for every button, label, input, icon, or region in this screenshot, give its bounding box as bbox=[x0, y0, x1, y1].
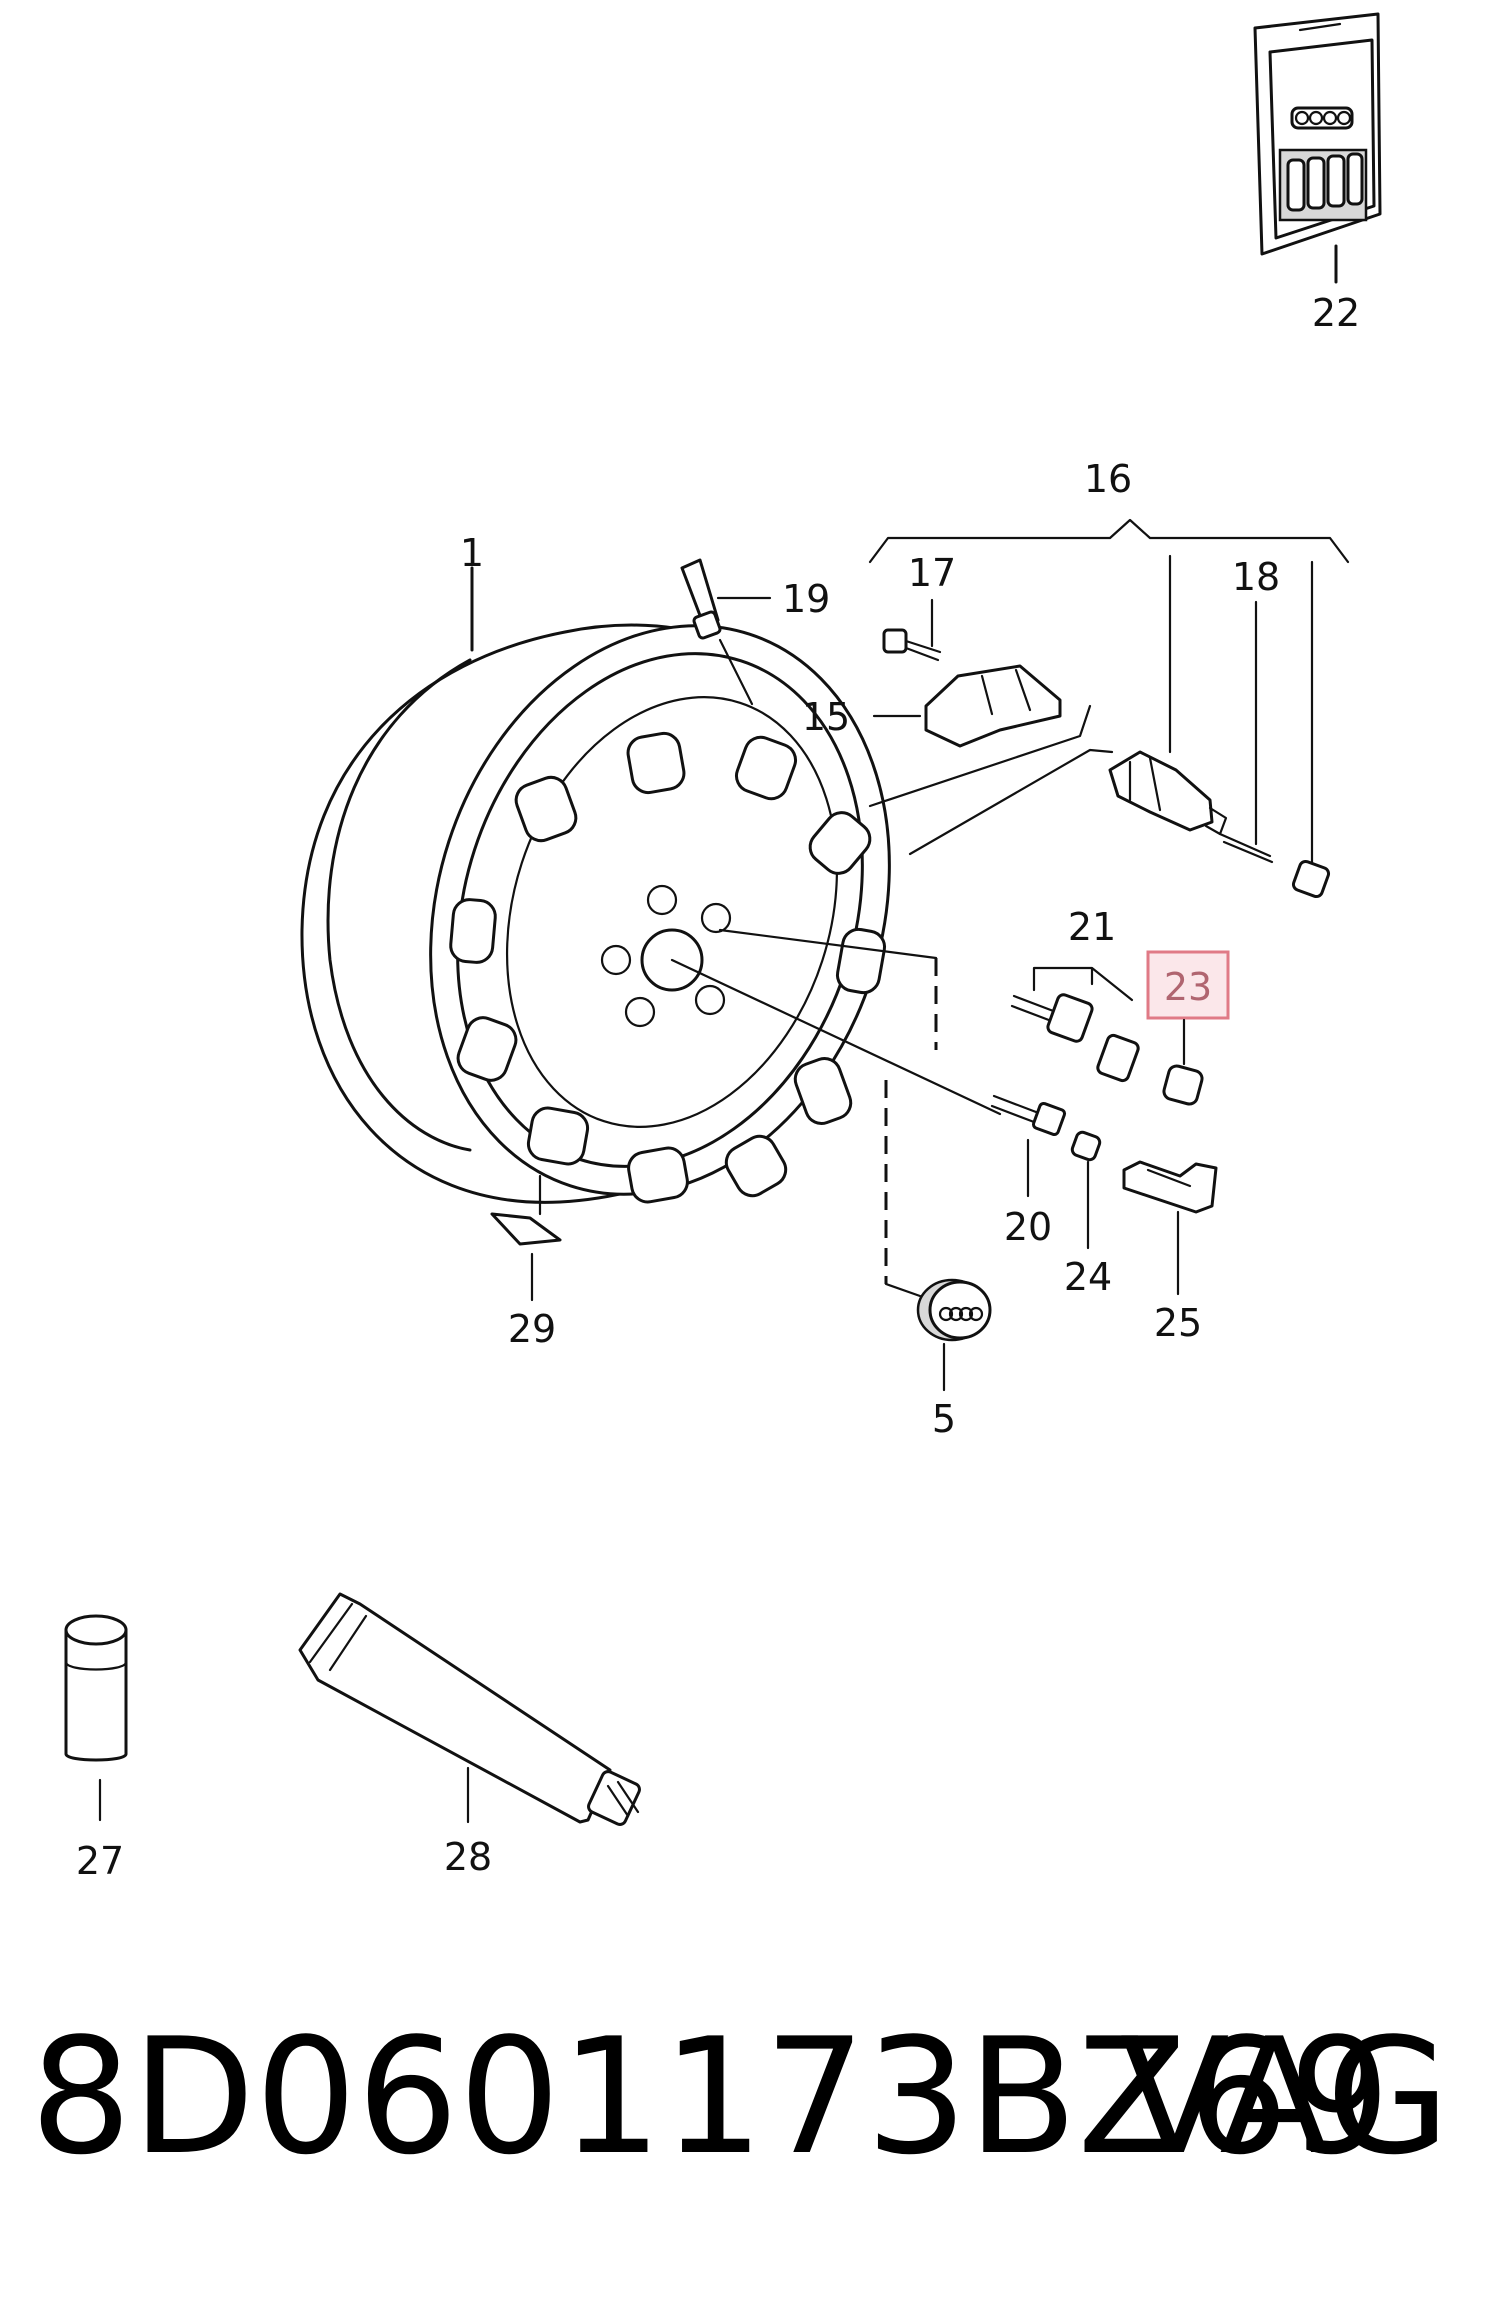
part-17-sensor-screw[interactable] bbox=[882, 598, 942, 662]
callout-19: 19 bbox=[782, 577, 830, 621]
part-16-valve-stem[interactable] bbox=[1108, 554, 1228, 836]
part-22-wheel-lock-kit-box[interactable] bbox=[1253, 12, 1382, 284]
part-29-balance-weight[interactable] bbox=[490, 1174, 562, 1302]
part-20-wheel-bolt[interactable] bbox=[990, 1094, 1067, 1198]
part-16-valve-cap[interactable] bbox=[1291, 560, 1331, 899]
callout-29: 29 bbox=[508, 1307, 556, 1351]
callout-28: 28 bbox=[444, 1835, 492, 1879]
callout-18: 18 bbox=[1232, 555, 1280, 599]
part-21-locking-bolt[interactable] bbox=[1010, 993, 1140, 1083]
assembly-axis-lines bbox=[670, 928, 1002, 1298]
callout-22: 22 bbox=[1312, 291, 1360, 335]
part-24-bolt-cap[interactable] bbox=[1070, 1130, 1102, 1250]
callout-23: 23 bbox=[1164, 965, 1212, 1009]
callout-16-bracket bbox=[868, 518, 1350, 564]
callout-27: 27 bbox=[76, 1839, 124, 1883]
highlight-callout-23[interactable]: 23 bbox=[1146, 950, 1230, 1020]
rim-spoke-windows bbox=[449, 731, 887, 1204]
part-27-cylinder[interactable] bbox=[64, 1614, 128, 1822]
callout-24: 24 bbox=[1064, 1255, 1112, 1299]
part-23-lock-cap[interactable] bbox=[1162, 1018, 1204, 1106]
callout-17: 17 bbox=[908, 551, 956, 595]
part-19-tyre-valve[interactable] bbox=[680, 558, 772, 706]
part-15-tpms-sensor[interactable] bbox=[868, 664, 1114, 856]
part-18-valve-core[interactable] bbox=[1218, 600, 1274, 864]
callout-25: 25 bbox=[1154, 1301, 1202, 1345]
callout-20: 20 bbox=[1004, 1205, 1052, 1249]
callout-15: 15 bbox=[802, 695, 850, 739]
callout-16: 16 bbox=[1084, 457, 1132, 501]
brand-text: VAG bbox=[1120, 2003, 1450, 2190]
callout-1: 1 bbox=[460, 531, 484, 575]
part-number-text: 8D0601173BZ69 bbox=[30, 2003, 1391, 2190]
callout-21-bracket bbox=[1032, 966, 1134, 1002]
callout-21: 21 bbox=[1068, 905, 1116, 949]
part-5-hub-cap[interactable] bbox=[916, 1278, 992, 1392]
callout-5: 5 bbox=[932, 1397, 956, 1441]
part-25-puller-tool[interactable] bbox=[1122, 1160, 1218, 1296]
part-1-wheel-rim[interactable] bbox=[300, 566, 961, 1255]
part-28-paste-tube[interactable] bbox=[298, 1592, 641, 1826]
